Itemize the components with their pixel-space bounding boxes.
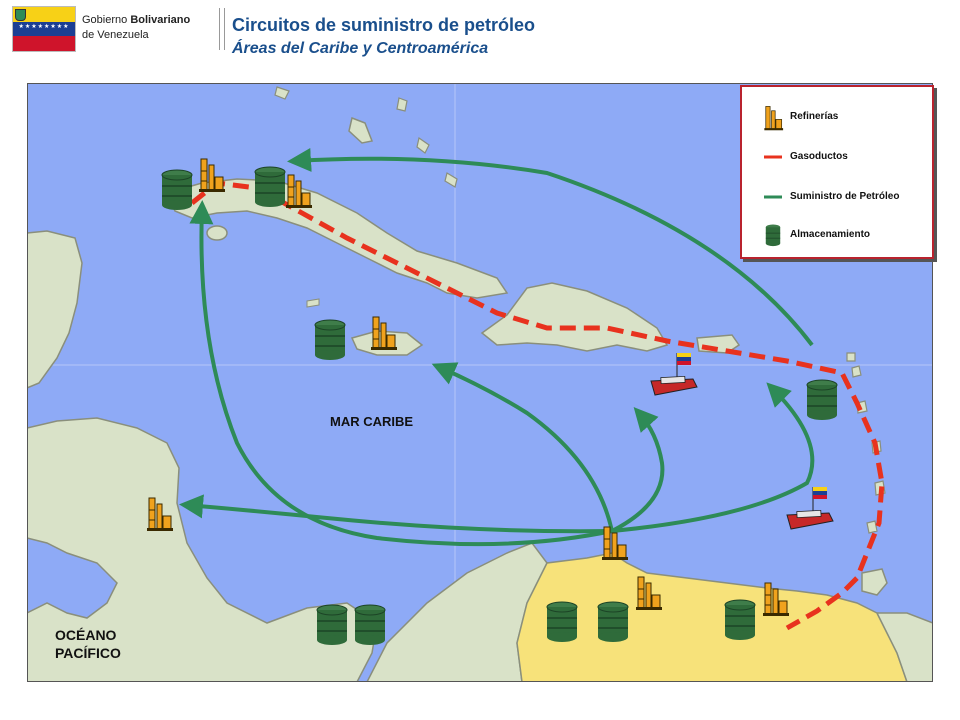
storage-tank-icon [546,601,578,643]
gov-line2: de Venezuela [82,29,149,41]
legend-label: Almacenamiento [790,229,871,240]
gov-line1-regular: Gobierno [82,14,131,26]
storage-tank-icon [806,379,838,421]
bahamas-islands [348,116,374,144]
supply-arrow-nicaragua [179,494,613,534]
storage-tank-icon [597,601,629,643]
refinery-icon [764,106,784,131]
legend-item-supply: Suministro de Petróleo [762,185,927,211]
sea-label: MAR CARIBE [330,414,413,429]
ocean-label-line2: PACÍFICO [55,645,121,661]
lesser-antilles-islands [846,352,886,534]
yucatan-land [27,230,83,389]
trinidad-island [861,568,888,596]
hispaniola-island [480,282,669,352]
ocean-label-line1: OCÉANO [55,627,117,643]
supply-arrow-dominican [611,407,665,533]
storage-tank-icon [161,169,193,211]
legend-item-refinery: Refinerías [762,105,927,131]
supply-arrow-antilles [611,382,815,533]
storage-tank-icon [254,166,286,208]
header-divider [219,8,225,50]
cayman-islands [306,298,320,308]
legend-label: Suministro de Petróleo [790,191,900,202]
supply-arrow-cuba-east [287,148,814,347]
supply-arrow-icon [764,195,782,199]
pipeline-dash-icon [764,155,782,159]
legend-label: Refinerías [790,111,839,122]
storage-tank-icon [314,319,346,361]
header: ★★★★★★★★ Gobierno Bolivariano de Venezue… [0,0,960,80]
gov-line1-bold: Bolivariano [130,14,191,26]
supply-arrow-cuba [189,200,613,547]
supply-arrow-jamaica [431,362,614,532]
guyana-land [875,612,933,682]
storage-tank-icon [354,604,386,646]
page-subtitle: Áreas del Caribe y Centroamérica [232,40,489,57]
legend-item-pipeline: Gasoductos [762,145,927,171]
map-legend: Refinerías Gasoductos Suministro de Petr… [740,85,934,259]
storage-tank-icon [765,224,781,247]
pipeline-antilles [190,180,885,631]
legend-item-storage: Almacenamiento [762,223,927,249]
legend-label: Gasoductos [790,151,848,162]
venezuela-flag-icon: ★★★★★★★★ [12,6,76,52]
government-label: Gobierno Bolivariano de Venezuela [82,13,190,43]
storage-tank-icon [724,599,756,641]
bahamas-small-islands [274,86,458,188]
isla-juventud-island [206,225,228,241]
storage-tank-icon [316,604,348,646]
page-title: Circuitos de suministro de petróleo [232,15,536,35]
